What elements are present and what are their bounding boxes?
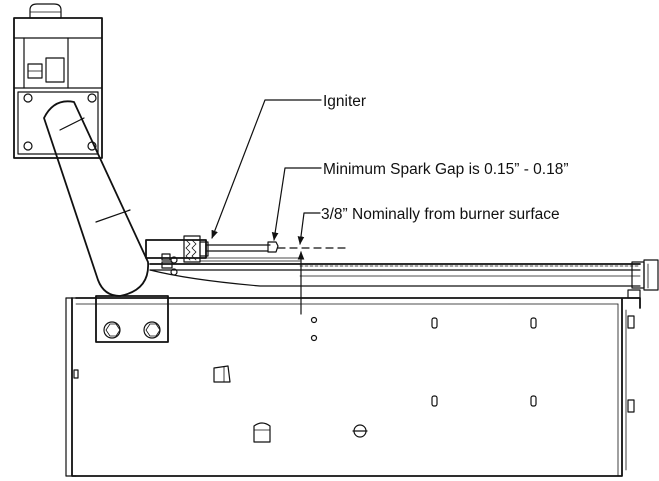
slot — [530, 395, 537, 407]
igniter-body — [145, 239, 207, 259]
port-plug — [253, 422, 271, 443]
slot — [431, 317, 438, 329]
igniter-leader — [211, 99, 322, 239]
nominal-leader-top — [297, 212, 321, 245]
screw-icon — [23, 93, 33, 103]
igniter-label: Igniter — [323, 93, 366, 110]
screw-icon — [87, 93, 97, 103]
electrode-tip — [267, 241, 279, 253]
burner-box — [65, 295, 641, 477]
port-plug — [213, 365, 231, 383]
spark-gap-label: Minimum Spark Gap is 0.15” - 0.18” — [323, 161, 569, 178]
valve-cap — [29, 3, 62, 19]
mounting-bracket — [95, 295, 169, 343]
manifold-tube — [43, 100, 149, 297]
slot — [530, 317, 537, 329]
spark-gap-leader — [271, 167, 322, 241]
nominal-height-label: 3/8” Nominally from burner surface — [321, 206, 560, 223]
igniter-assembly — [145, 235, 301, 263]
slot — [431, 395, 438, 407]
burner — [149, 253, 659, 299]
screw-icon — [23, 141, 33, 151]
